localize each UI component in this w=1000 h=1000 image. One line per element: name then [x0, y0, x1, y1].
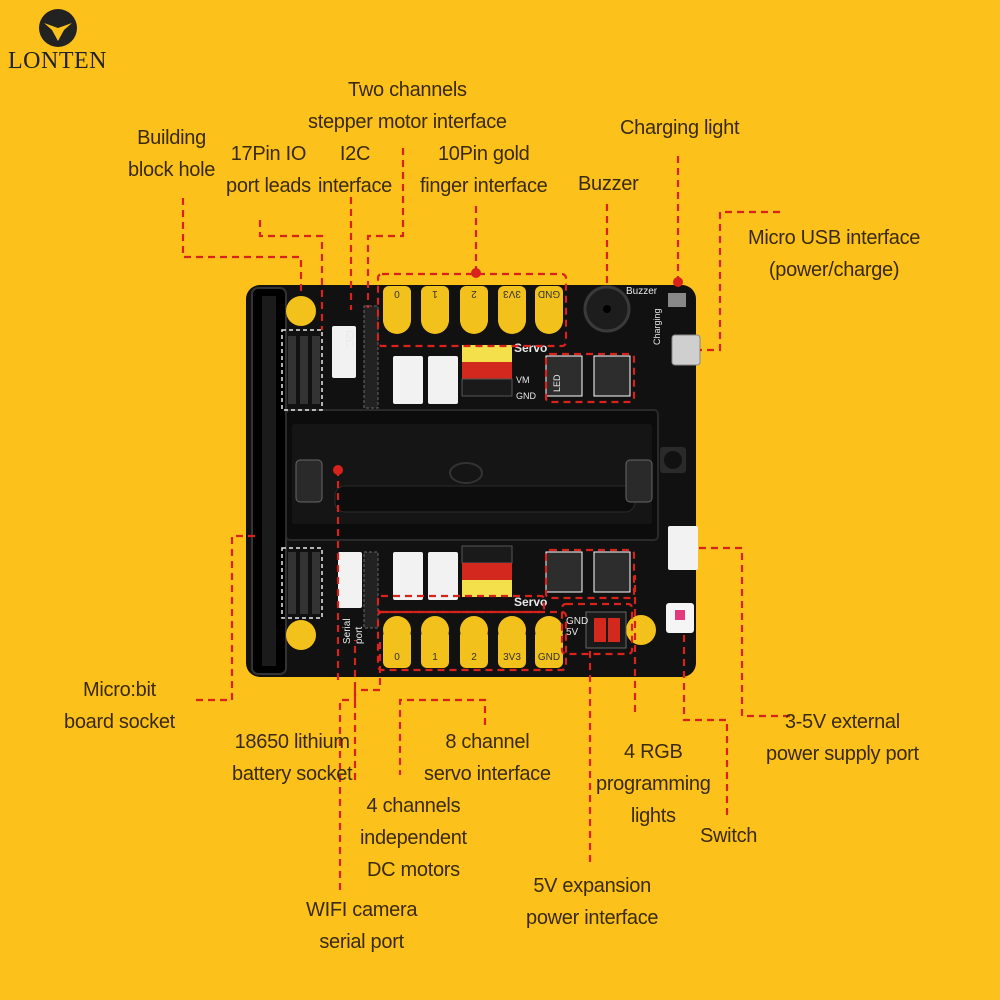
serial-connector — [338, 552, 362, 608]
servo-silk-bottom: Servo — [514, 595, 547, 609]
leader-dot-battery — [333, 465, 343, 475]
label-micro-usb: Micro USB interface(power/charge) — [748, 227, 921, 281]
charging-light — [668, 293, 686, 307]
leader-dot-charging — [673, 277, 683, 287]
leader-external — [698, 546, 790, 718]
gnd-silk: GND — [516, 391, 537, 401]
brand-name: LONTEN — [8, 48, 107, 74]
leader-io-port — [258, 220, 324, 330]
motor-connector-2 — [428, 356, 458, 404]
leader-wifi — [338, 640, 357, 890]
outline-rgb-bottom — [544, 548, 636, 600]
vm-silk: VM — [516, 375, 530, 385]
top-pad-hole-1 — [421, 306, 449, 334]
outline-rgb-top — [544, 352, 636, 404]
bottom-pad-hole-4 — [535, 616, 563, 644]
leader-micro-usb — [700, 210, 780, 352]
bottom-pad-label-0: 0 — [394, 652, 400, 663]
leader-switch — [682, 633, 729, 815]
bottom-pad-label-3: 3V3 — [503, 652, 521, 663]
leader-dot-gold — [471, 268, 481, 278]
top-pad-hole-4 — [535, 306, 563, 334]
top-pad-hole-0 — [383, 306, 411, 334]
block-hole-bottom-left — [286, 620, 316, 650]
buzzer-silk: Buzzer — [626, 286, 658, 297]
io-pin-headers-top — [281, 329, 323, 411]
motor-connector-1 — [393, 356, 423, 404]
top-pad-label-3: 3V3 — [503, 288, 521, 299]
label-charging-light: Charging light — [620, 117, 740, 139]
gold-finger-bottom: 0 1 2 3V3 GND — [383, 616, 563, 668]
port-silk: port — [354, 627, 365, 644]
top-pad-hole-3 — [498, 306, 526, 334]
outline-gold-finger-bottom — [376, 610, 568, 672]
top-pad-label-4: GND — [538, 288, 560, 299]
rgb-led-3 — [545, 551, 583, 593]
motor-connector-3 — [393, 552, 423, 600]
bottom-pad-label-1: 1 — [432, 652, 438, 663]
rgb-led-4 — [593, 551, 631, 593]
battery-clip-right — [625, 459, 653, 503]
leader-building-block — [181, 198, 303, 296]
block-hole-top-left — [286, 296, 316, 326]
motor-connector-4 — [428, 552, 458, 600]
power-button — [664, 451, 682, 469]
block-hole-bottom-right — [626, 615, 656, 645]
serial-silk: Serial — [342, 618, 353, 644]
leader-stepper — [366, 148, 405, 308]
stepper-header — [363, 305, 379, 409]
bottom-pad-hole-0 — [383, 616, 411, 644]
label-switch: Switch — [700, 825, 758, 847]
external-power-port — [668, 526, 698, 570]
servo-header-top — [461, 345, 513, 397]
i2c-silk: I2C — [343, 330, 355, 347]
gold-finger-top: 0 1 2 3V3 GND — [383, 286, 563, 334]
bottom-pad-hole-1 — [421, 616, 449, 644]
top-pad-label-2: 2 — [471, 288, 477, 299]
battery-clip-left — [295, 459, 323, 503]
lonten-logo-icon — [39, 9, 77, 47]
servo-silk-top: Servo — [514, 341, 547, 355]
bottom-pad-label-2: 2 — [471, 652, 477, 663]
outline-expansion — [560, 602, 634, 656]
bottom-pad-hole-3 — [498, 616, 526, 644]
led-silk: LED — [552, 374, 562, 392]
leader-microbit — [196, 534, 260, 702]
rgb-led-2 — [593, 355, 631, 397]
micro-usb-port — [671, 334, 701, 366]
bottom-pad-label-4: GND — [538, 652, 560, 663]
top-pad-label-0: 0 — [394, 288, 400, 299]
leader-dc-motors — [353, 640, 382, 780]
top-pad-hole-2 — [460, 306, 488, 334]
servo-header-bottom — [461, 545, 513, 597]
top-pad-label-1: 1 — [432, 288, 438, 299]
leader-lines — [181, 148, 790, 890]
label-buzzer: Buzzer — [578, 173, 639, 195]
rgb-led-1 — [545, 355, 583, 397]
outline-servo — [376, 594, 546, 614]
bottom-pad-hole-2 — [460, 616, 488, 644]
dc-motor-header — [363, 551, 379, 629]
i2c-connector — [332, 326, 356, 378]
io-pin-headers-bottom — [281, 547, 323, 619]
leader-servo — [398, 698, 487, 775]
charging-silk: Charging — [652, 308, 662, 345]
